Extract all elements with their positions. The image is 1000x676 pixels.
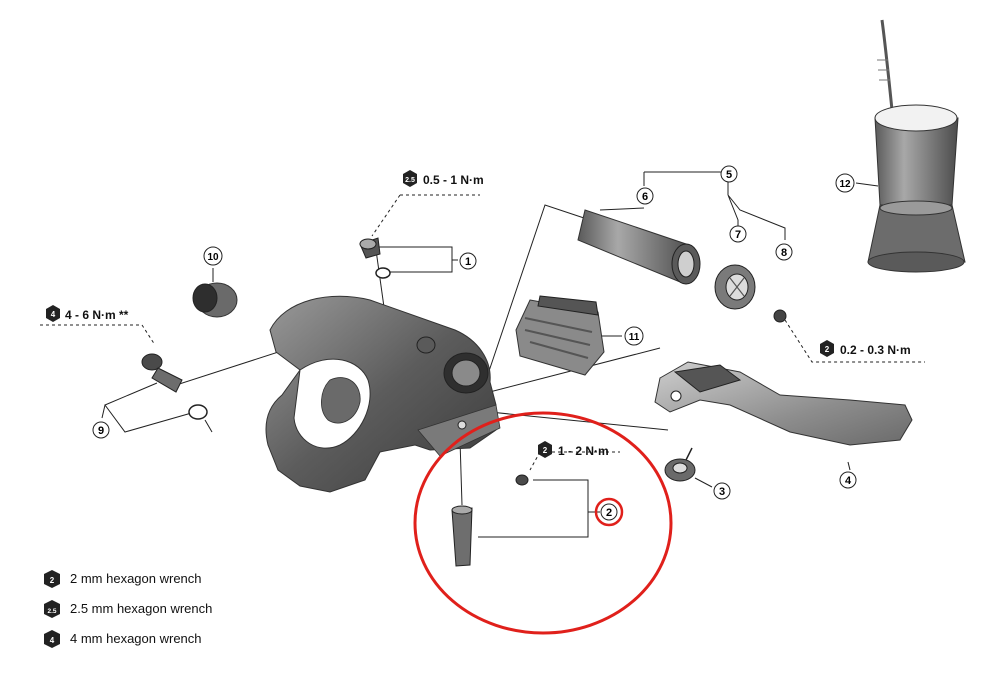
callout-9: 9 bbox=[92, 421, 110, 439]
torque-value: 0.2 - 0.3 N·m bbox=[840, 343, 911, 357]
callout-5-text: 5 bbox=[726, 169, 732, 181]
callout-12-text: 12 bbox=[839, 179, 851, 190]
torque-value: 4 - 6 N·m ** bbox=[65, 308, 129, 322]
pin-part-2 bbox=[451, 474, 529, 567]
torque-labels: 2.5 0.5 - 1 N·m 4 4 - 6 N·m ** 2 0.2 - 0… bbox=[46, 170, 911, 458]
cover-part-11 bbox=[515, 295, 605, 376]
hex-badge-text: 2.5 bbox=[405, 177, 415, 184]
hex-badge-text: 4 bbox=[51, 310, 56, 319]
screw-part-1 bbox=[359, 237, 391, 279]
callout-7-text: 7 bbox=[735, 229, 741, 241]
callout-5: 5 bbox=[720, 165, 738, 183]
reservoir-part-6 bbox=[577, 209, 701, 285]
torque-screw-1: 2.5 0.5 - 1 N·m bbox=[403, 170, 484, 187]
bolt-part-9 bbox=[141, 353, 208, 420]
funnel-part-12 bbox=[867, 19, 966, 273]
highlight-callout-circle bbox=[594, 497, 624, 527]
legend-item-2mm: 2 mm hexagon wrench bbox=[70, 571, 202, 586]
callout-2-text: 2 bbox=[606, 507, 612, 519]
legend-badge-text: 2.5 bbox=[47, 608, 56, 615]
callout-2: 2 bbox=[600, 503, 618, 521]
callout-8: 8 bbox=[775, 243, 793, 261]
torque-value: 0.5 - 1 N·m bbox=[423, 173, 484, 187]
legend-item-4mm: 4 mm hexagon wrench bbox=[70, 631, 202, 646]
callout-3-text: 3 bbox=[719, 486, 725, 498]
callout-1-text: 1 bbox=[465, 256, 471, 268]
torque-value: 1 - 2 N·m bbox=[558, 444, 609, 458]
hex-badge-text: 2 bbox=[825, 345, 830, 354]
callout-10-text: 10 bbox=[207, 252, 219, 263]
brake-body bbox=[265, 295, 501, 493]
legend-item-2-5mm: 2.5 mm hexagon wrench bbox=[70, 601, 213, 616]
legend-badges: 2 2.5 4 bbox=[44, 570, 60, 648]
callout-10: 10 bbox=[203, 246, 223, 266]
highlight-annotation bbox=[413, 411, 673, 635]
callout-4-text: 4 bbox=[845, 475, 852, 487]
leader-lines bbox=[40, 171, 925, 538]
hex-badge-text: 2 bbox=[543, 446, 548, 455]
spring-part-3 bbox=[664, 447, 696, 482]
callout-6-text: 6 bbox=[642, 191, 648, 203]
callout-8-text: 8 bbox=[781, 247, 787, 259]
callout-11: 11 bbox=[624, 326, 644, 346]
callout-9-text: 9 bbox=[98, 425, 104, 437]
cap-part-7 bbox=[714, 264, 756, 310]
callout-markers: 1 2 3 4 5 6 7 8 9 10 11 12 bbox=[92, 165, 857, 521]
callout-6: 6 bbox=[636, 187, 654, 205]
lever-part-4 bbox=[654, 361, 913, 446]
callout-4: 4 bbox=[839, 471, 857, 489]
torque-screw-8: 2 0.2 - 0.3 N·m bbox=[820, 340, 911, 357]
callout-1: 1 bbox=[459, 252, 477, 270]
callout-7: 7 bbox=[729, 225, 747, 243]
callout-12: 12 bbox=[835, 173, 855, 193]
callout-3: 3 bbox=[713, 482, 731, 500]
callout-11-text: 11 bbox=[629, 332, 640, 343]
torque-screw-2: 2 1 - 2 N·m bbox=[538, 441, 609, 458]
screw-part-8 bbox=[773, 309, 787, 323]
highlight-ellipse bbox=[413, 411, 673, 635]
legend-badge-text: 2 bbox=[50, 576, 55, 585]
legend-badge-text: 4 bbox=[50, 636, 55, 645]
torque-bolt-9: 4 4 - 6 N·m ** bbox=[46, 305, 129, 322]
bushing-part bbox=[192, 282, 238, 318]
